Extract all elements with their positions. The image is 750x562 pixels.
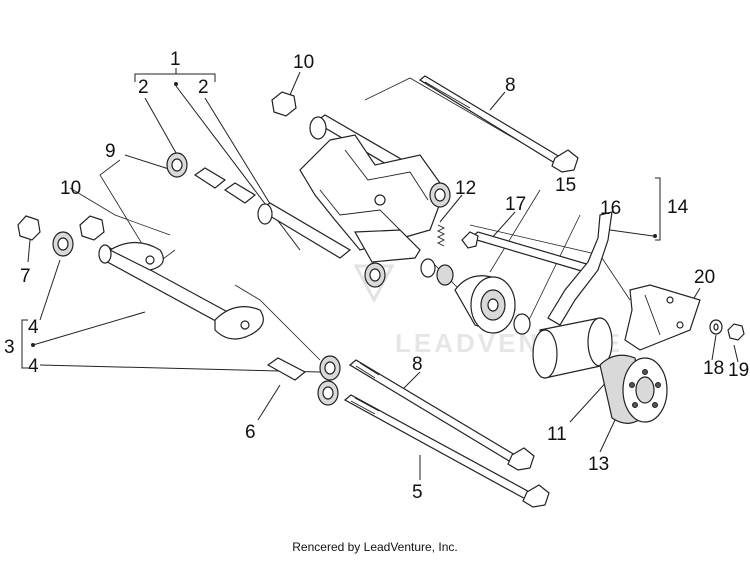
bushing-6 [266,357,307,381]
nut-10-left [79,215,105,241]
callout-6: 6 [245,422,256,443]
callout-20: 20 [694,267,715,288]
callout-14: 14 [667,197,689,218]
leader-lines [21,68,739,480]
callout-10-top: 10 [293,52,314,73]
callout-17: 17 [505,194,526,215]
bolt-top [418,75,579,173]
callout-4-upper: 4 [28,317,39,338]
callout-7: 7 [20,266,31,287]
nut-7 [17,215,41,241]
nut-19 [727,323,745,341]
bolt-8-lower [348,359,535,471]
bracket-20 [624,284,701,351]
lower-shaft-3 [98,241,264,340]
pulley-13 [599,354,668,424]
pulley-15 [454,275,516,334]
nut-top [271,91,297,117]
callout-18: 18 [703,358,724,379]
callout-15: 15 [555,175,576,196]
callout-1: 1 [170,49,181,70]
callout-5: 5 [412,482,423,503]
spring-12 [436,224,446,247]
belt-cover [532,317,613,379]
callout-2-left: 2 [138,77,149,98]
callout-10-left: 10 [60,178,81,199]
render-credit: Rencered by LeadVenture, Inc. [292,540,458,554]
swing-arm-frame [299,134,446,251]
arm-14 [547,211,613,326]
spindle [353,229,421,263]
callout-2-right: 2 [198,77,209,98]
callout-11: 11 [547,424,567,445]
bolt-5 [343,394,550,508]
callout-16: 16 [600,198,621,219]
parts [17,75,745,508]
callout-13: 13 [588,454,609,475]
callout-8-top: 8 [505,75,516,96]
callout-labels: 1 2 2 10 8 9 10 12 15 17 16 14 7 20 4 3 … [4,49,749,503]
callout-3: 3 [4,337,15,358]
callout-4-lower: 4 [28,356,39,377]
callout-19: 19 [728,360,749,381]
callout-12: 12 [455,178,476,199]
callout-8-lower: 8 [412,354,423,375]
callout-9: 9 [105,141,116,162]
